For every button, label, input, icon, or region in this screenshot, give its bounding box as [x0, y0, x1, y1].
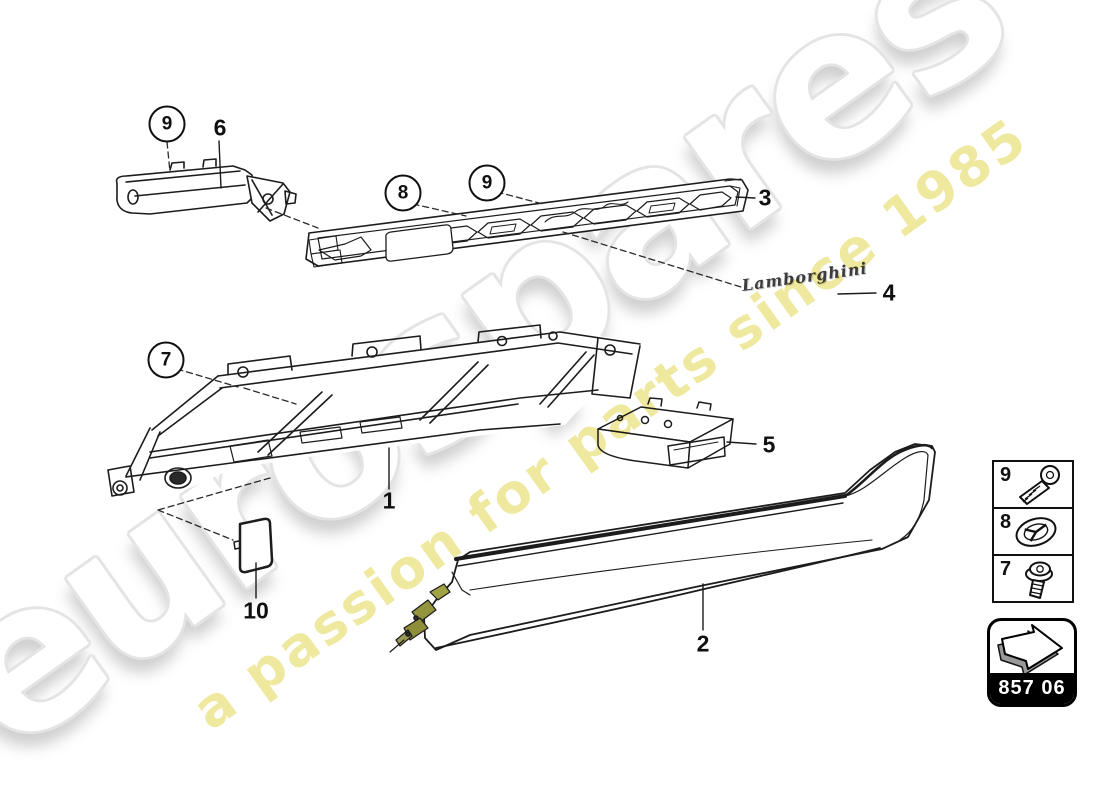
callout-10[interactable]: 10 [243, 597, 269, 624]
legend-row-9[interactable]: 9 [994, 462, 1072, 509]
legend-num: 9 [1000, 464, 1012, 486]
part-10-pad [233, 517, 274, 574]
3d-arrow-icon [997, 624, 1063, 673]
diagram-code-box[interactable]: 857 06 [987, 618, 1077, 707]
callout-1[interactable]: 1 [382, 487, 396, 514]
legend-num: 8 [1000, 511, 1012, 533]
long-torx-screw-icon [1019, 465, 1060, 505]
callout-9b-circled[interactable]: 9 [468, 164, 506, 202]
part-2-glovebox-lid [389, 443, 936, 653]
fastener-legend: 9 8 7 [992, 460, 1074, 603]
callout-3[interactable]: 3 [758, 184, 772, 211]
callout-7-circled[interactable]: 7 [147, 341, 185, 379]
legend-row-7[interactable]: 7 [994, 556, 1072, 601]
callout-8-circled[interactable]: 8 [384, 174, 422, 212]
assembly-dashed-lines [157, 141, 742, 541]
part-1-support-frame [107, 324, 646, 497]
part-5-storage-tray [597, 397, 734, 469]
legend-num: 7 [1000, 558, 1012, 580]
callout-5[interactable]: 5 [762, 431, 776, 458]
part-group-code: 857 06 [990, 673, 1074, 704]
part-6-damper-unit [115, 158, 297, 222]
callout-9-circled[interactable]: 9 [148, 105, 186, 143]
short-torx-screw-icon [1025, 561, 1053, 599]
part-3-trim-strip [305, 178, 749, 268]
callout-2[interactable]: 2 [696, 630, 710, 657]
callout-6[interactable]: 6 [213, 114, 227, 141]
leader-lines [218, 140, 877, 631]
legend-row-8[interactable]: 8 [994, 509, 1072, 556]
round-retainer-clip-icon [1015, 517, 1057, 547]
callout-4[interactable]: 4 [882, 279, 896, 306]
